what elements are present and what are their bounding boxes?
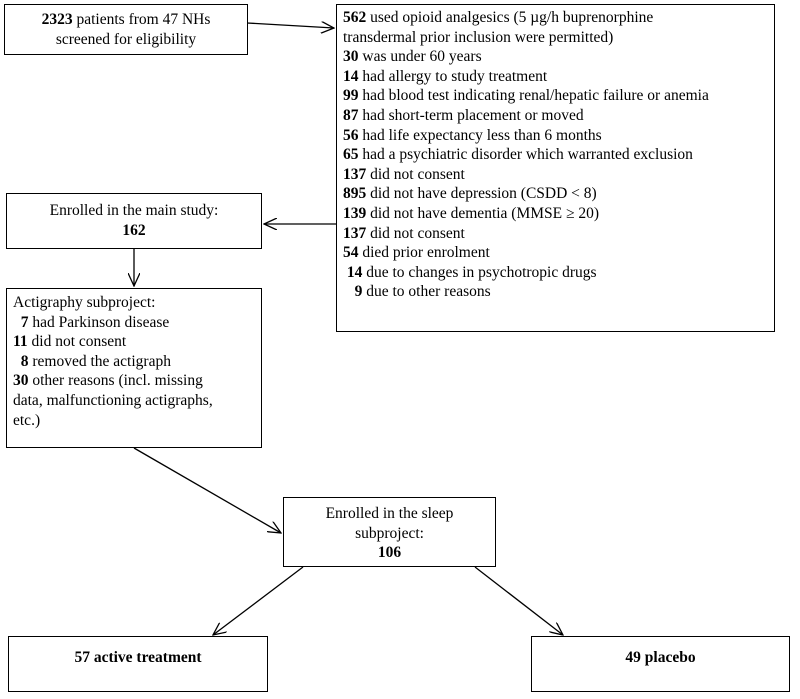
exclusion-text: did not consent [366, 165, 465, 183]
exclusion-row: 99 had blood test indicating renal/hepat… [343, 86, 774, 106]
actigraphy-count: 11 [13, 333, 28, 351]
actigraphy-row: 11 did not consent [13, 332, 261, 352]
exclusion-row: transdermal prior inclusion were permitt… [343, 28, 774, 48]
arrow-sleep-to-active [213, 566, 304, 635]
enrolled-main-label: Enrolled in the main study: [49, 202, 219, 219]
enrolled-main-count: 162 [7, 221, 261, 241]
exclusion-count: 137 [343, 165, 367, 183]
exclusion-row: 65 had a psychiatric disorder which warr… [343, 145, 774, 165]
exclusion-count: 137 [343, 224, 367, 242]
exclusion-count: 87 [343, 106, 359, 124]
exclusion-row: 139 did not have dementia (MMSE ≥ 20) [343, 204, 774, 224]
exclusion-text: did not have depression (CSDD < 8) [366, 185, 597, 203]
placebo-label: 49 placebo [625, 649, 696, 666]
arrow-actigraphy-to-sleep [133, 447, 281, 533]
exclusion-text: due to other reasons [362, 283, 491, 301]
exclusion-count: 30 [343, 48, 359, 66]
exclusion-count: 14 [343, 263, 363, 281]
screened-count: 2323 [41, 11, 73, 28]
actigraphy-text: had Parkinson disease [28, 313, 170, 331]
exclusion-count: 9 [343, 283, 363, 301]
exclusion-text: did not consent [366, 224, 465, 242]
arrow-sleep-to-placebo [474, 566, 563, 635]
actigraphy-title: Actigraphy subproject: [13, 294, 156, 311]
sleep-line-2: subproject: [355, 524, 424, 542]
arrow-screened-to-exclusions [246, 23, 334, 28]
actigraphy-text: etc.) [13, 411, 41, 429]
actigraphy-box: Actigraphy subproject: 7 had Parkinson d… [6, 288, 262, 448]
exclusion-row: 9 due to other reasons [343, 282, 774, 302]
active-treatment-box: 57 active treatment [8, 636, 268, 692]
exclusion-row: 14 had allergy to study treatment [343, 67, 774, 87]
exclusion-row: 562 used opioid analgesics (5 µg/h bupre… [343, 8, 774, 28]
exclusion-text: due to changes in psychotropic drugs [362, 263, 597, 281]
actigraphy-count: 30 [13, 372, 29, 390]
enrolled-main-count-value: 162 [122, 221, 146, 239]
exclusion-text: used opioid analgesics (5 µg/h buprenorp… [366, 9, 654, 26]
actigraphy-count: 8 [13, 352, 29, 370]
actigraphy-row: etc.) [13, 411, 261, 431]
exclusion-count: 14 [343, 67, 359, 85]
exclusion-count: 562 [343, 9, 367, 26]
actigraphy-text: data, malfunctioning actigraphs, [13, 391, 213, 409]
actigraphy-text: other reasons (incl. missing [28, 372, 203, 390]
exclusion-row: 895 did not have depression (CSDD < 8) [343, 184, 774, 204]
actigraphy-row: 7 had Parkinson disease [13, 313, 261, 333]
actigraphy-row: 8 removed the actigraph [13, 352, 261, 372]
placebo-box: 49 placebo [531, 636, 790, 692]
exclusion-count: 99 [343, 87, 359, 105]
sleep-count: 106 [284, 543, 495, 563]
exclusion-row: 87 had short-term placement or moved [343, 106, 774, 126]
exclusion-row: 56 had life expectancy less than 6 month… [343, 126, 774, 146]
actigraphy-count: 7 [13, 313, 29, 331]
exclusion-row: 54 died prior enrolment [343, 243, 774, 263]
exclusion-count: 139 [343, 204, 367, 222]
exclusion-row: 137 did not consent [343, 224, 774, 244]
sleep-box: Enrolled in the sleep subproject: 106 [283, 497, 496, 567]
exclusion-count: 56 [343, 126, 359, 144]
exclusion-row: 30 was under 60 years [343, 47, 774, 67]
actigraphy-text: did not consent [27, 333, 127, 351]
exclusion-text: had a psychiatric disorder which warrant… [358, 146, 693, 164]
exclusions-box: 562 used opioid analgesics (5 µg/h bupre… [336, 4, 775, 332]
screened-box: 2323 patients from 47 NHs screened for e… [4, 4, 248, 55]
exclusion-text: had short-term placement or moved [358, 106, 584, 124]
sleep-line-1: Enrolled in the sleep [325, 505, 454, 522]
exclusion-text: had blood test indicating renal/hepatic … [358, 87, 709, 105]
screened-line-2: screened for eligibility [55, 30, 197, 48]
active-treatment-label: 57 active treatment [74, 649, 202, 666]
exclusion-count: 65 [343, 146, 359, 164]
exclusion-text: transdermal prior inclusion were permitt… [343, 28, 614, 46]
exclusion-text: was under 60 years [358, 48, 482, 66]
actigraphy-text: removed the actigraph [28, 352, 171, 370]
exclusion-row: 137 did not consent [343, 165, 774, 185]
exclusion-count: 54 [343, 244, 359, 262]
exclusion-text: had allergy to study treatment [358, 67, 548, 85]
screened-line-1: 2323 patients from 47 NHs [5, 10, 247, 30]
actigraphy-row: data, malfunctioning actigraphs, [13, 391, 261, 411]
exclusion-count: 895 [343, 185, 367, 203]
sleep-count-value: 106 [377, 544, 402, 562]
exclusion-row: 14 due to changes in psychotropic drugs [343, 263, 774, 283]
screened-text: patients from 47 NHs [72, 11, 211, 28]
exclusion-text: had life expectancy less than 6 months [358, 126, 602, 144]
enrolled-main-box: Enrolled in the main study: 162 [6, 193, 262, 249]
exclusion-text: died prior enrolment [358, 244, 490, 262]
exclusion-text: did not have dementia (MMSE ≥ 20) [366, 204, 600, 222]
actigraphy-row: 30 other reasons (incl. missing [13, 371, 261, 391]
